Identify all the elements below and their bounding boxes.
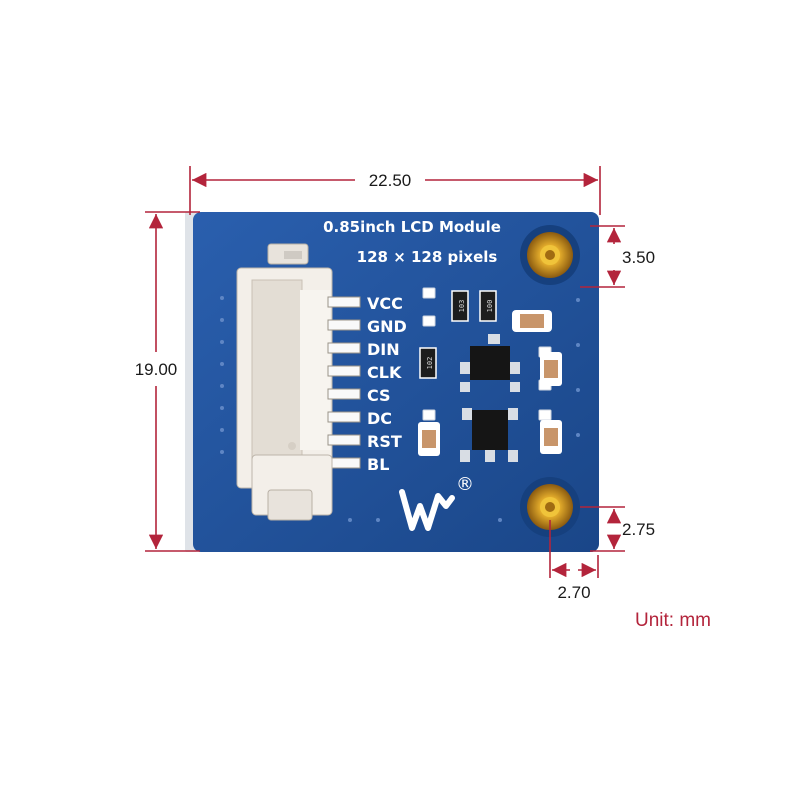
waveshare-logo: ®: [399, 474, 474, 531]
unit-label: Unit: mm: [635, 610, 711, 631]
pin-label-bl: BL: [367, 455, 389, 474]
dimension-hole-bottom-offset: 2.75: [622, 520, 655, 539]
resistor-code-100: 100: [486, 300, 494, 313]
mounting-hole-bottom: [520, 477, 580, 537]
pin-label-din: DIN: [367, 340, 400, 359]
pin-label-dc: DC: [367, 409, 392, 428]
regulator-chip-top: [460, 334, 520, 392]
pin-label-rst: RST: [367, 432, 402, 451]
board-title: 0.85inch LCD Module: [323, 218, 501, 236]
dimension-width: 22.50: [369, 171, 412, 190]
capacitors: [418, 310, 562, 456]
pin-label-clk: CLK: [367, 363, 402, 382]
dimension-hole-side-offset: 2.70: [557, 583, 590, 602]
pin-header-connector: [236, 243, 361, 521]
edge-vias: [220, 296, 580, 522]
resistor-code-103: 103: [458, 300, 466, 313]
registered-mark: ®: [456, 474, 474, 495]
pin-label-cs: CS: [367, 386, 391, 405]
resistor-code-102: 102: [426, 357, 434, 370]
pin-label-vcc: VCC: [367, 294, 403, 313]
board-subtitle: 128 × 128 pixels: [357, 248, 498, 266]
regulator-chip-bottom: [460, 408, 518, 462]
pin-label-gnd: GND: [367, 317, 407, 336]
pin-labels: VCC GND DIN CLK CS DC RST BL: [367, 294, 407, 474]
dimension-lines: [145, 166, 625, 578]
smd-components: 103 100 102: [418, 287, 562, 462]
mounting-hole-top: [520, 225, 580, 285]
dimension-hole-top-offset: 3.50: [622, 248, 655, 267]
dimension-height: 19.00: [135, 360, 178, 379]
connector-pins: [327, 296, 361, 469]
